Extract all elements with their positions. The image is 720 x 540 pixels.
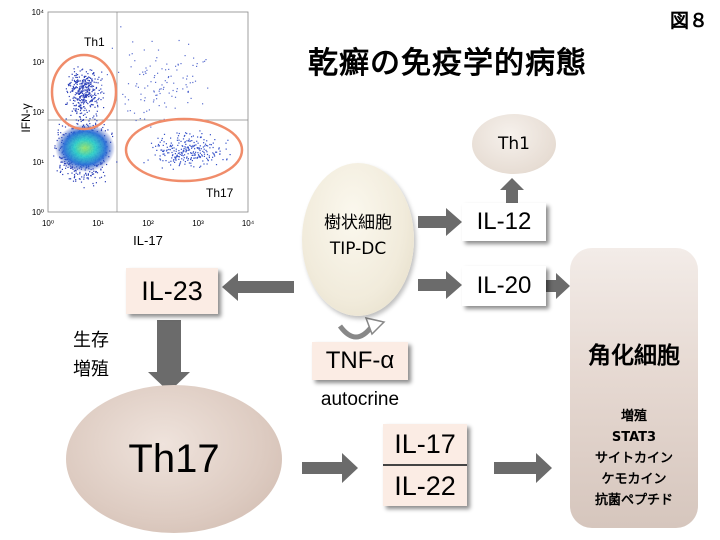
x-tick-label: 10⁰: [42, 219, 54, 228]
y-tick-labels: 10⁰ 10¹ 10² 10³ 10⁴: [32, 8, 45, 217]
dendritic-cell-label: 樹状細胞 TIP-DC: [302, 210, 414, 262]
th1-cell: Th1: [472, 114, 556, 174]
il17-il22-box: IL-17 IL-22: [383, 424, 467, 506]
il23-label: IL-23: [126, 268, 218, 314]
arrow-il12-to-th1: [500, 178, 524, 204]
x-tick-labels: 10⁰ 10¹ 10² 10³ 10⁴: [42, 219, 255, 228]
y-tick-label: 10²: [32, 108, 44, 117]
arrow-dc-to-il23: [222, 273, 294, 301]
il17-label: IL-17: [394, 428, 456, 459]
x-tick-label: 10¹: [92, 219, 104, 228]
y-axis-label: IFN-γ: [19, 103, 33, 132]
autocrine-arrowhead: [364, 316, 386, 336]
arrow-il20-to-keratinocyte: [546, 273, 570, 299]
dense-population: [55, 124, 115, 172]
x-axis-label: IL-17: [133, 233, 163, 248]
x-tick-label: 10²: [142, 219, 154, 228]
x-tick-label: 10⁴: [242, 219, 255, 228]
arrow-dc-to-il12: [418, 208, 462, 236]
arrow-cytokines-to-keratinocyte: [494, 453, 552, 483]
keratinocyte-cell: [570, 248, 698, 528]
th17-gate-label: Th17: [206, 186, 234, 200]
diagram-title: 乾癬の免疫学的病態: [308, 46, 587, 81]
effect-item: STAT3: [611, 430, 657, 445]
divider-line: [383, 464, 467, 466]
effect-item: サイトカイン: [594, 451, 673, 466]
th1-gate: [50, 53, 118, 131]
y-tick-label: 10⁰: [32, 208, 44, 217]
arrow-il23-to-th17: [148, 320, 190, 392]
th17-cell: Th17: [66, 385, 282, 533]
dendritic-cell: [302, 163, 414, 316]
plot-frame: [47, 11, 249, 213]
th1-gate-label: Th1: [84, 35, 105, 49]
y-tick-label: 10³: [32, 58, 44, 67]
x-tick-label: 10³: [192, 219, 204, 228]
effect-item: 増殖: [620, 409, 647, 424]
dendritic-cell-type: TIP-DC: [329, 239, 387, 259]
il12-label: IL-12: [462, 203, 546, 241]
keratinocyte-effects: 増殖 STAT3 サイトカイン ケモカイン 抗菌ペプチド: [570, 406, 698, 511]
proliferation-text: 増殖: [73, 359, 109, 380]
flow-cytometry-plot: Th1 Th17 IFN-γ IL-17 10⁰ 10¹ 10² 10³ 10⁴ 10⁰…: [19, 8, 255, 248]
th17-gate: [124, 117, 244, 183]
effect-item: 抗菌ペプチド: [594, 493, 673, 508]
y-tick-label: 10⁴: [32, 8, 45, 17]
effect-item: ケモカイン: [601, 472, 667, 487]
autocrine-label: autocrine: [320, 389, 400, 410]
y-tick-label: 10¹: [32, 158, 44, 167]
il20-label: IL-20: [462, 266, 546, 306]
survival-text: 生存: [73, 330, 109, 351]
dendritic-cell-name: 樹状細胞: [324, 213, 392, 233]
tnf-alpha-label: TNF-α: [312, 342, 408, 380]
il22-label: IL-22: [394, 470, 456, 501]
figure-number: 図８: [670, 10, 709, 32]
arrow-th17-to-cytokines: [302, 453, 358, 483]
keratinocyte-title: 角化細胞: [588, 343, 680, 369]
arrow-dc-to-il20: [418, 271, 462, 299]
autocrine-loop: [337, 324, 375, 340]
survival-proliferation-label: 生存 増殖: [66, 326, 116, 384]
